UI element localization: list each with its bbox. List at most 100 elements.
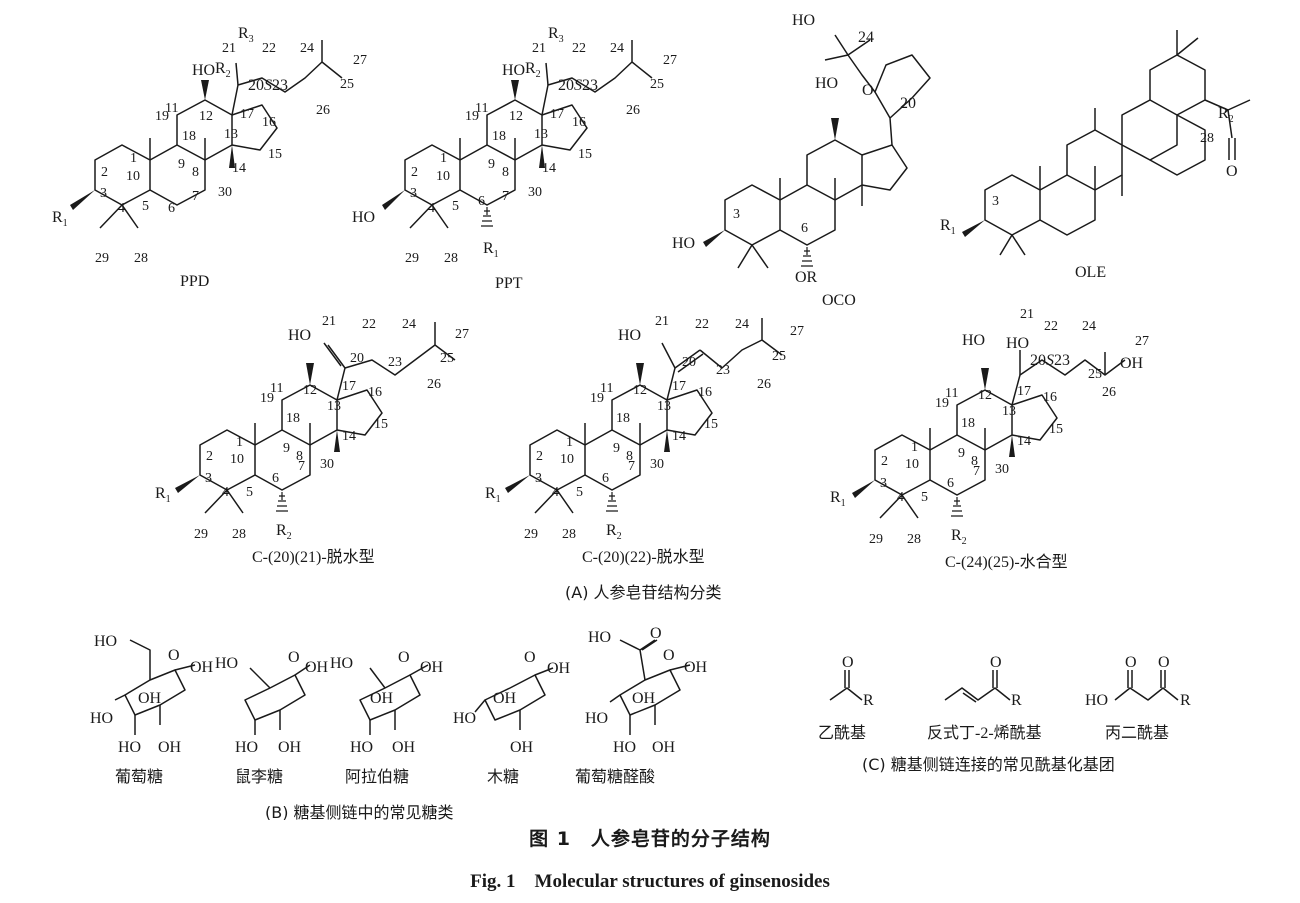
svg-text:30: 30 [528,185,542,200]
svg-text:27: 27 [1135,334,1149,349]
ppt-hydroxyl-label-2: HO [502,62,525,79]
svg-text:19: 19 [260,391,274,406]
svg-text:26: 26 [427,377,441,392]
ppd-r1-label: R1 [52,209,68,229]
svg-text:23: 23 [388,355,402,370]
svg-text:12: 12 [978,388,992,403]
svg-text:12: 12 [633,383,647,398]
svg-text:O: O [398,649,410,666]
svg-text:3: 3 [880,476,887,491]
svg-text:27: 27 [455,327,469,342]
svg-text:22: 22 [362,317,376,332]
oco-name: OCO [822,292,856,309]
ole-r1-label: R1 [940,217,956,237]
svg-text:HO: HO [350,739,373,756]
svg-text:19: 19 [155,109,169,124]
svg-text:OH: OH [652,739,676,756]
svg-text:13: 13 [1002,404,1016,419]
c2022-r1-label: R1 [485,485,501,505]
ppt-r2-label: R2 [525,60,541,80]
ppd-hydroxyl-label: HO [192,62,215,79]
svg-text:4: 4 [552,485,559,500]
svg-text:O: O [1158,654,1170,671]
svg-text:O: O [524,649,536,666]
svg-text:OH: OH [510,739,534,756]
svg-text:24: 24 [402,317,416,332]
svg-text:30: 30 [995,462,1009,477]
svg-text:24: 24 [300,41,314,56]
ole-name: OLE [1075,264,1106,281]
svg-text:OH: OH [547,660,571,677]
svg-text:5: 5 [142,199,149,214]
oco-c3-label: 3 [733,207,740,222]
svg-text:4: 4 [222,485,229,500]
svg-text:4: 4 [428,201,435,216]
ppt-c20-label: 20S23 [558,77,598,94]
svg-text:OH: OH [420,659,444,676]
svg-text:2: 2 [101,165,108,180]
svg-text:5: 5 [921,490,928,505]
svg-text:HO: HO [585,710,608,727]
oco-c20-label: 20 [900,95,916,112]
svg-text:21: 21 [655,314,669,329]
svg-text:HO: HO [588,629,611,646]
svg-text:OH: OH [190,659,214,676]
svg-text:22: 22 [1044,319,1058,334]
svg-text:18: 18 [616,411,630,426]
svg-text:15: 15 [374,417,388,432]
svg-text:12: 12 [303,383,317,398]
svg-text:11: 11 [945,386,958,401]
svg-text:5: 5 [576,485,583,500]
c2022-hydroxyl-label: HO [618,327,641,344]
svg-text:30: 30 [320,457,334,472]
svg-text:4: 4 [897,490,904,505]
svg-text:2: 2 [411,165,418,180]
svg-text:25: 25 [1088,367,1102,382]
figure-caption-cn: 图 1 人参皂苷的分子结构 [529,828,771,850]
svg-text:14: 14 [342,429,356,444]
ppd-r3-label: R3 [238,25,254,45]
svg-text:OH: OH [158,739,182,756]
oco-c6-label: 6 [801,221,808,236]
panel-b-sugars: HO O OH OH HO HO OH 葡萄糖 HO O OH HO OH 鼠李… [90,625,708,820]
svg-text:11: 11 [165,101,178,116]
svg-text:17: 17 [342,379,356,394]
svg-text:27: 27 [790,324,804,339]
svg-text:17: 17 [672,379,686,394]
svg-text:8: 8 [971,454,978,469]
svg-text:29: 29 [194,527,208,542]
svg-text:10: 10 [905,457,919,472]
c2425-c20-hydroxyl-label: HO [1006,335,1029,352]
svg-text:15: 15 [1049,422,1063,437]
svg-text:R: R [1180,692,1191,709]
ppt-r1-label: R1 [483,240,499,260]
svg-text:12: 12 [199,109,213,124]
acyl-crotonyl: O R 反式丁-2-烯酰基 [927,654,1042,742]
svg-text:R: R [1011,692,1022,709]
svg-text:3: 3 [205,471,212,486]
panel-a-caption: (A) 人参皂苷结构分类 [565,583,722,602]
c2022-r2-label: R2 [606,522,622,542]
svg-text:21: 21 [1020,307,1034,322]
svg-text:1: 1 [236,435,243,450]
svg-text:13: 13 [534,127,548,142]
svg-text:30: 30 [650,457,664,472]
svg-text:8: 8 [626,449,633,464]
svg-text:21: 21 [532,41,546,56]
svg-text:16: 16 [698,385,712,400]
svg-text:HO: HO [613,739,636,756]
svg-text:OH: OH [370,690,394,707]
svg-text:7: 7 [502,189,509,204]
ppt-name: PPT [495,275,523,292]
svg-text:O: O [168,647,180,664]
svg-text:7: 7 [298,459,305,474]
svg-text:25: 25 [772,349,786,364]
svg-text:28: 28 [232,527,246,542]
svg-text:7: 7 [973,464,980,479]
svg-text:20: 20 [350,351,364,366]
svg-text:1: 1 [566,435,573,450]
sugar-glucose: HO O OH OH HO HO OH 葡萄糖 [90,633,214,786]
svg-text:10: 10 [230,452,244,467]
